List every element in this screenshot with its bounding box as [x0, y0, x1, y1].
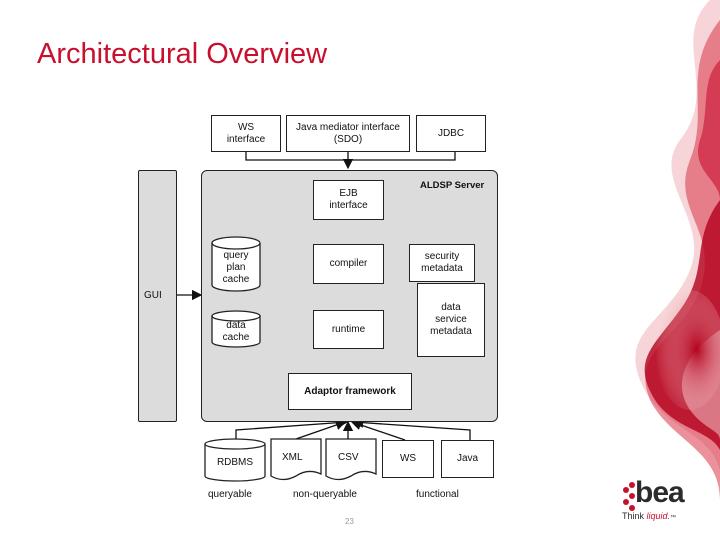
security-metadata-box: security metadata [409, 244, 475, 282]
bea-logo: bea Think liquid.™ [618, 476, 698, 528]
csv-document-shape [325, 438, 377, 481]
jdbc-to-ejb-line [350, 152, 456, 161]
logo-tagline: Think liquid.™ [622, 511, 677, 521]
gui-bar [138, 170, 177, 422]
slide-title: Architectural Overview [37, 38, 328, 70]
ws-to-ejb-line [245, 152, 347, 161]
data-cache-label: data cache [222, 320, 250, 343]
adaptor-framework-box: Adaptor framework [288, 373, 412, 410]
query-plan-cache-cylinder: query plan cache [211, 236, 261, 292]
rdbms-cylinder: RDBMS [204, 438, 266, 482]
logo-wordmark: bea [635, 476, 685, 509]
logo-dots-icon [623, 482, 635, 511]
red-smoke-decoration [635, 0, 720, 500]
jdbc-box: JDBC [416, 115, 486, 152]
cylinder-shape [211, 236, 261, 292]
rdbms-label: RDBMS [216, 457, 254, 468]
gui-label: GUI [144, 290, 162, 301]
queryable-label: queryable [208, 489, 252, 500]
csv-label: CSV [338, 452, 359, 463]
java-source-box: Java [441, 440, 494, 478]
cylinder-shape [211, 310, 261, 348]
query-plan-cache-label: query plan cache [222, 250, 250, 285]
java-mediator-interface-box: Java mediator interface (SDO) [286, 115, 410, 152]
xml-label: XML [282, 452, 303, 463]
ws-source-box: WS [382, 440, 434, 478]
xml-document-shape [270, 438, 322, 481]
compiler-box: compiler [313, 244, 384, 284]
page-number: 23 [345, 517, 354, 526]
data-cache-cylinder: data cache [211, 310, 261, 348]
ws-interface-box: WS interface [211, 115, 281, 152]
data-service-metadata-box: data service metadata [417, 283, 485, 357]
cylinder-shape [204, 438, 266, 482]
runtime-box: runtime [313, 310, 384, 349]
functional-label: functional [416, 489, 459, 500]
non-queryable-label: non-queryable [293, 489, 357, 500]
aldsp-server-label: ALDSP Server [420, 180, 485, 191]
ejb-interface-box: EJB interface [313, 180, 384, 220]
